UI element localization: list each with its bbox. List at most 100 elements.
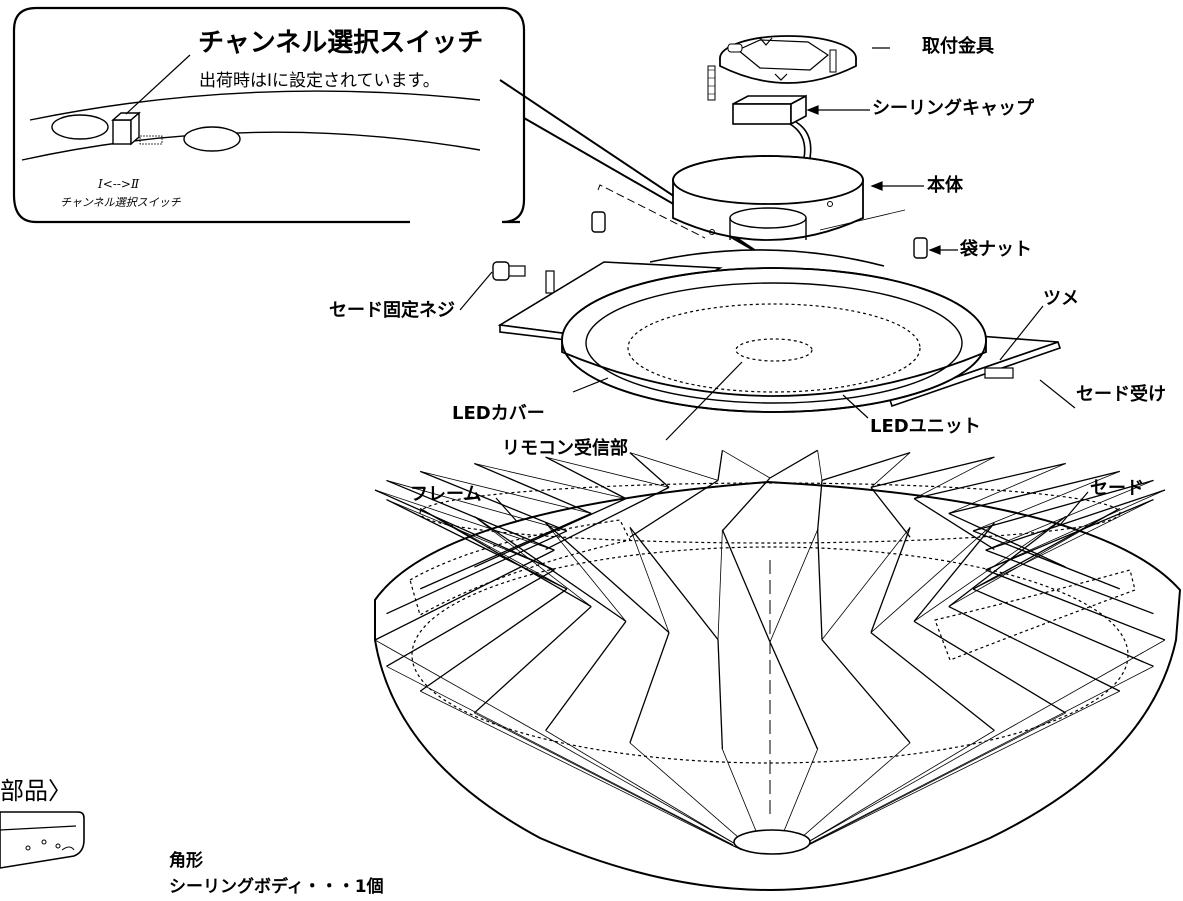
shade-facet-line: [948, 463, 1066, 514]
label-shade-screw: セード固定ネジ: [329, 300, 455, 321]
shade-facet-line: [948, 470, 1120, 515]
shade-facet-line: [769, 449, 818, 479]
shade-facet-line: [913, 620, 1066, 714]
ceiling-cap: [732, 94, 812, 159]
shade-facet-line: [374, 489, 555, 551]
shade-facet-line: [545, 456, 627, 500]
accessory-line1: 角形: [169, 851, 203, 871]
shade-facet-line: [629, 479, 719, 538]
shade-facet-line: [948, 512, 1066, 568]
shade-facet-line: [817, 450, 823, 481]
shade-facet-line: [806, 665, 1154, 846]
shade-facet-line: [985, 489, 1166, 551]
shade-facet-line: [473, 515, 627, 622]
shade-facet-line: [948, 516, 1067, 608]
switch-caption: チャンネル選択スイッチ: [60, 196, 181, 209]
shade-facet-line: [374, 549, 555, 641]
shade-facet-line: [821, 527, 911, 640]
shade-facet-line: [972, 530, 1120, 590]
shade-facet-line: [629, 527, 670, 633]
shade-facet-line: [386, 665, 734, 846]
label-frame: フレーム: [410, 484, 482, 505]
shade-facet-line: [913, 498, 995, 551]
label-ceiling-cap: シーリングキャップ: [872, 98, 1034, 119]
callout-title: チャンネル選択スイッチ: [198, 28, 484, 58]
shade-facet-line: [783, 742, 911, 854]
shade-facet-line: [545, 486, 670, 551]
shade-details: [409, 482, 1136, 855]
callout-box: [12, 6, 763, 256]
shade-facet-line: [545, 456, 670, 488]
shade-facet-line: [419, 512, 592, 590]
cap-nut-right: [913, 237, 928, 259]
shade-facet-line: [386, 569, 555, 667]
shade-facet-line: [870, 452, 911, 488]
label-shade: セード: [1090, 478, 1144, 499]
accessories-title: 部品〉: [0, 777, 72, 805]
shade-facet-line: [419, 588, 568, 692]
shade-facet-line: [870, 486, 911, 538]
shade-facet-line: [985, 480, 1154, 551]
shade-facet-line: [972, 508, 1121, 590]
label-led-cover: LEDカバー: [452, 403, 545, 424]
shade-facet-line: [972, 471, 1120, 532]
shade-facet-line: [913, 522, 995, 622]
shade-facet-line: [545, 522, 670, 634]
shade-facet-line: [722, 449, 771, 479]
label-shade-holder: セード受け: [1076, 384, 1166, 405]
shade-facet-line: [419, 508, 592, 608]
accessory-line2: シーリングボディ・・・1個: [169, 877, 384, 897]
shade-facet-line: [721, 477, 771, 532]
shade-facet-line: [803, 690, 1120, 848]
shade-facet-line: [769, 529, 818, 643]
label-mounting-bracket: 取付金具: [922, 36, 994, 57]
shade-facet-line: [870, 522, 995, 633]
shade-facet-line: [474, 712, 742, 851]
mounting-bracket: [707, 35, 857, 101]
shade-facet-line: [545, 620, 627, 731]
shade-facet-line: [972, 499, 1154, 590]
shade-facet-line: [629, 452, 719, 481]
shade-facet-line: [386, 530, 568, 615]
shade-facet-line: [985, 549, 1154, 615]
shade-facet-line: [545, 522, 627, 622]
shade-facet-line: [386, 479, 555, 551]
main-body: [597, 155, 906, 241]
shade-facet-line: [420, 508, 568, 590]
shade-facet-line: [913, 462, 1066, 500]
label-cap-nut: 袋ナット: [960, 239, 1032, 260]
shade-facet-line: [870, 632, 995, 732]
shade-facet-line: [870, 527, 911, 633]
callout-subtitle: 出荷時はⅠに設定されています。: [199, 71, 440, 91]
label-body: 本体: [927, 175, 963, 196]
shade-facet-line: [985, 498, 1154, 571]
shade-facet-line: [791, 730, 995, 853]
shade-facet-line: [948, 605, 1121, 692]
shade-facet-line: [629, 632, 670, 744]
switch-indicator: Ⅰ<-->Ⅱ: [98, 177, 140, 191]
shade-facet-line: [816, 480, 823, 531]
shade-facet-line: [629, 742, 757, 854]
shade-facet-line: [386, 480, 567, 532]
led-unit-disc: [561, 249, 1014, 413]
shade-facet-line: [798, 712, 1066, 851]
shade-facet-line: [629, 526, 719, 641]
label-remote-receiver: リモコン受信部: [502, 438, 628, 459]
shade-facet-line: [473, 606, 592, 714]
shade-facet-line: [420, 470, 568, 532]
shade-facet-line: [721, 529, 771, 643]
shade-screw: [492, 261, 555, 294]
shade-facet-line: [374, 489, 555, 571]
shade-facet-line: [386, 498, 568, 590]
shade-facet-line: [769, 641, 819, 750]
shade-facet-line: [629, 452, 670, 488]
shade-facet-line: [717, 639, 724, 750]
shade-facets: [374, 449, 1166, 855]
shade-facet-line: [972, 588, 1154, 667]
shade-facet-line: [821, 451, 911, 482]
shade-facet-line: [474, 462, 592, 515]
shade-facet-line: [545, 730, 749, 853]
shade-facet-line: [374, 639, 733, 843]
shade-facet-line: [420, 471, 592, 514]
